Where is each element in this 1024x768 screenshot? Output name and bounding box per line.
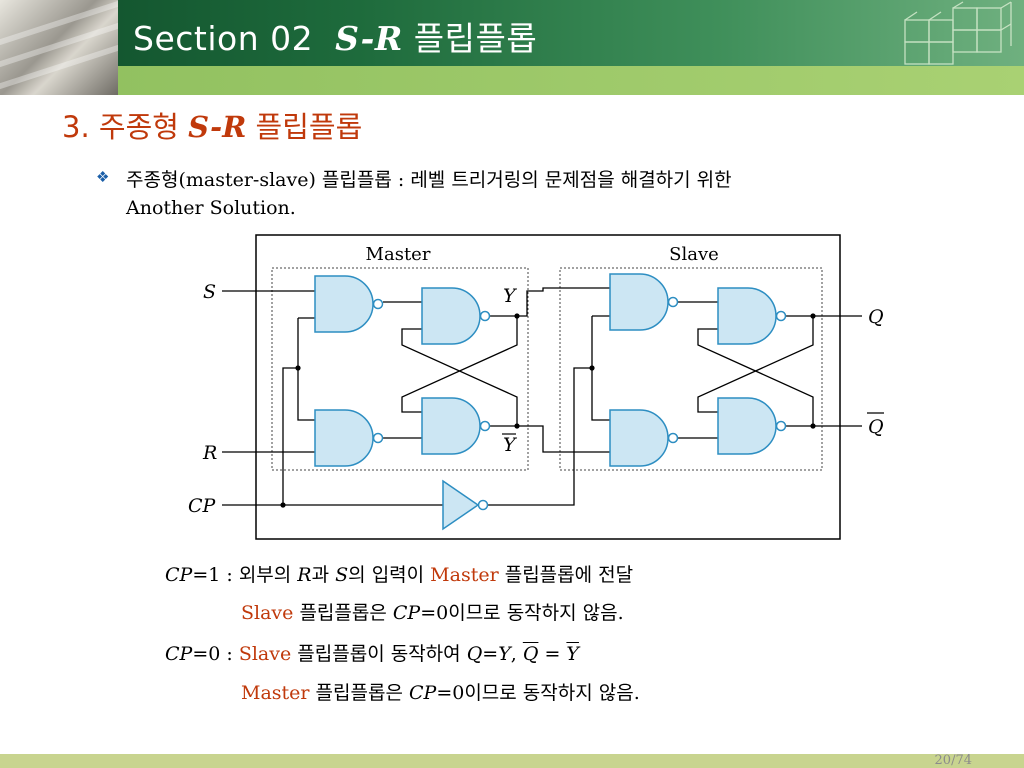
- junction-dots: [280, 313, 816, 508]
- input-s-label: S: [203, 281, 216, 303]
- subtitle-sr: S-R: [188, 110, 247, 144]
- bullet-line-1: 주종형(master-slave) 플립플롭 : 레벨 트리거링의 문제점을 해…: [126, 169, 732, 191]
- footer-bar: [0, 754, 1024, 768]
- section-name: 플립플롭: [413, 19, 538, 58]
- master-y-label: Y: [503, 285, 518, 307]
- master-ybar-label: Y: [503, 434, 518, 456]
- note-line-3: CP=0 : Slave 플립플롭이 동작하여 Q=Y, Q = Y: [165, 643, 579, 665]
- master-group: [271, 267, 529, 471]
- section-title: Section 02 S-R 플립플롭: [133, 12, 537, 60]
- master-nand-gate-3: [421, 287, 491, 345]
- section-number: Section 02: [133, 19, 314, 58]
- output-qbar-label: Q: [868, 416, 884, 438]
- slave-label: Slave: [669, 244, 719, 265]
- subtitle-rest: 플립플롭: [255, 110, 363, 144]
- header-band: [0, 66, 1024, 95]
- master-label: Master: [366, 244, 431, 265]
- master-nand-gate-4: [421, 397, 491, 455]
- slave-nand-gate-3: [717, 287, 787, 345]
- slave-group: [559, 267, 823, 471]
- input-cp-label: CP: [188, 495, 217, 517]
- bullet-text: 주종형(master-slave) 플립플롭 : 레벨 트리거링의 문제점을 해…: [126, 166, 986, 222]
- slide-subtitle: 3. 주종형 S-R 플립플롭: [62, 104, 362, 146]
- page-number: 20/74: [934, 753, 972, 768]
- note-line-2: Slave 플립플롭은 CP=0이므로 동작하지 않음.: [241, 602, 624, 624]
- slave-nand-gate-4: [717, 397, 787, 455]
- diamond-bullet-icon: ❖: [96, 168, 110, 186]
- slave-nand-gate-2: [609, 409, 679, 467]
- master-nand-gate-1: [314, 275, 384, 333]
- note-line-1: CP=1 : 외부의 R과 S의 입력이 Master 플립플롭에 전달: [165, 564, 634, 586]
- wires: [222, 287, 862, 506]
- outer-box: [255, 234, 841, 540]
- slave-nand-gate-1: [609, 273, 679, 331]
- section-sr: S-R: [335, 19, 403, 58]
- header-bar: [0, 0, 1024, 66]
- inverter-gate: [442, 479, 489, 531]
- subtitle-number: 3. 주종형: [62, 110, 179, 144]
- note-line-4: Master 플립플롭은 CP=0이므로 동작하지 않음.: [241, 682, 640, 704]
- cube-logo-icon: [904, 1, 1012, 65]
- header-photo: [0, 0, 118, 95]
- master-nand-gate-2: [314, 409, 384, 467]
- output-q-label: Q: [868, 306, 884, 328]
- bullet-line-2: Another Solution.: [126, 197, 296, 219]
- input-r-label: R: [202, 442, 217, 464]
